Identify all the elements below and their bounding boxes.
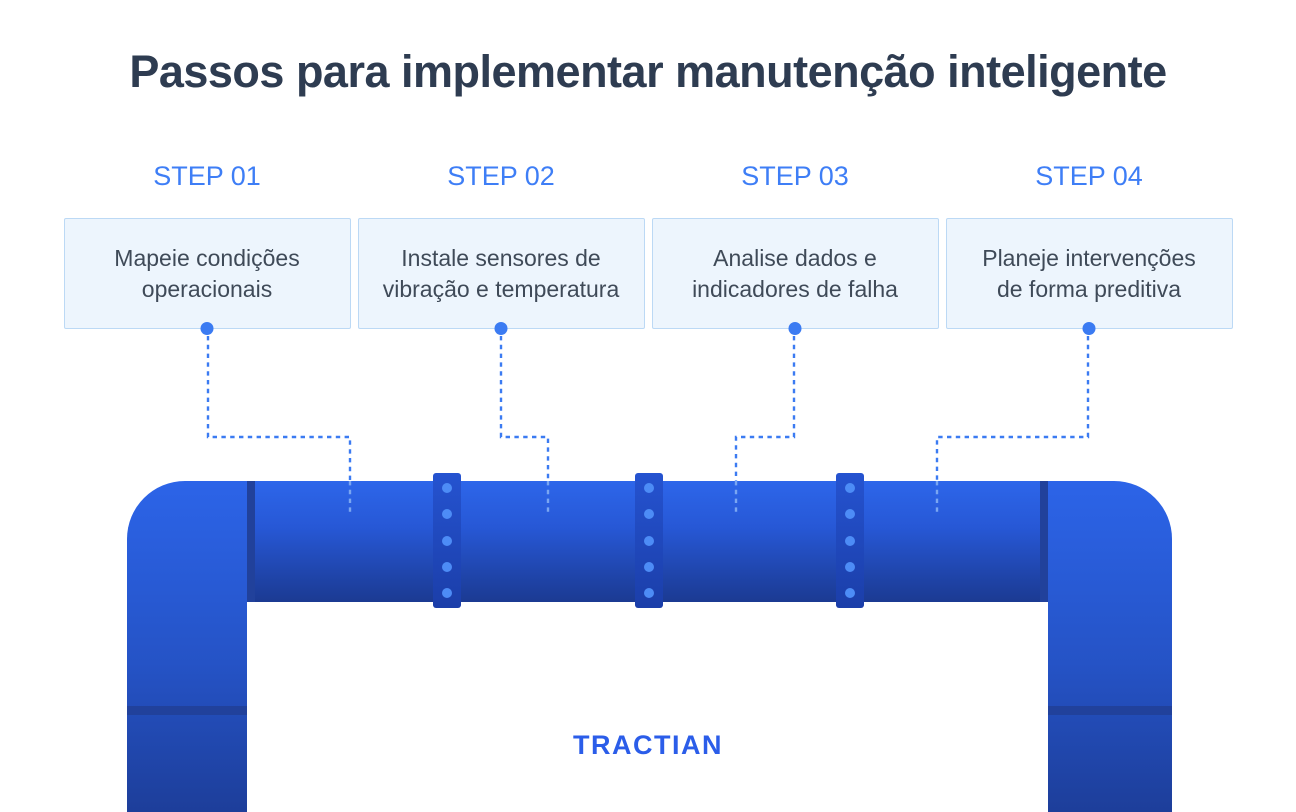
- step-03-text: Analise dados e indicadores de falha: [692, 244, 898, 302]
- connector-line-1: [206, 336, 352, 481]
- step-03-card: Analise dados e indicadores de falha: [651, 218, 939, 335]
- step-04-label: STEP 04: [1035, 161, 1143, 191]
- page-title: Passos para implementar manutenção intel…: [129, 46, 1167, 97]
- bolt-icon: [644, 561, 654, 572]
- bolt-icon: [845, 535, 855, 546]
- bolt-icon: [442, 509, 452, 520]
- connector-line-3: [734, 336, 796, 481]
- pipe-flange-1: [433, 473, 461, 608]
- pipe-flange-2: [635, 473, 663, 608]
- step-02-connector-dot: [494, 322, 508, 335]
- bolt-icon: [442, 561, 452, 572]
- step-labels-row: STEP 01 STEP 02 STEP 03 STEP 04: [0, 161, 1296, 192]
- step-01-connector-dot: [200, 322, 214, 335]
- step-cards-row: Mapeie condições operacionais Instale se…: [0, 218, 1296, 335]
- bolt-icon: [845, 561, 855, 572]
- bolt-icon: [442, 588, 452, 598]
- step-04-text: Planeje intervenções de forma preditiva: [982, 244, 1196, 302]
- step-02-text: Instale sensores de vibração e temperatu…: [382, 244, 620, 302]
- connector-line-2: [499, 336, 550, 481]
- bolt-icon: [644, 509, 654, 520]
- bolt-icon: [442, 535, 452, 546]
- step-02-card: Instale sensores de vibração e temperatu…: [357, 218, 645, 335]
- tractian-logo: TRACTIAN: [573, 730, 723, 760]
- pipe-leg-coupling-left: [127, 706, 247, 715]
- pipe-leg-coupling-right: [1048, 706, 1172, 715]
- bolt-icon: [644, 483, 654, 493]
- step-03-connector-dot: [788, 322, 802, 335]
- bolt-icon: [845, 588, 855, 598]
- step-01-text: Mapeie condições operacionais: [114, 244, 300, 302]
- step-01-card: Mapeie condições operacionais: [63, 218, 351, 335]
- bolt-icon: [644, 535, 654, 546]
- pipe-elbow-left: [127, 481, 247, 812]
- step-03-label: STEP 03: [741, 161, 849, 191]
- bolt-icon: [845, 509, 855, 520]
- bolt-icon: [644, 588, 654, 598]
- connector-line-4: [935, 336, 1090, 481]
- bolt-icon: [845, 483, 855, 493]
- step-04-connector-dot: [1082, 322, 1096, 335]
- pipe-joint-left: [247, 481, 255, 602]
- step-02-label: STEP 02: [447, 161, 555, 191]
- pipe-flange-3: [836, 473, 864, 608]
- step-04-card: Planeje intervenções de forma preditiva: [945, 218, 1233, 335]
- step-01-label: STEP 01: [153, 161, 261, 191]
- pipe-elbow-right: [1048, 481, 1172, 812]
- pipe-joint-right: [1040, 481, 1048, 602]
- bolt-icon: [442, 483, 452, 493]
